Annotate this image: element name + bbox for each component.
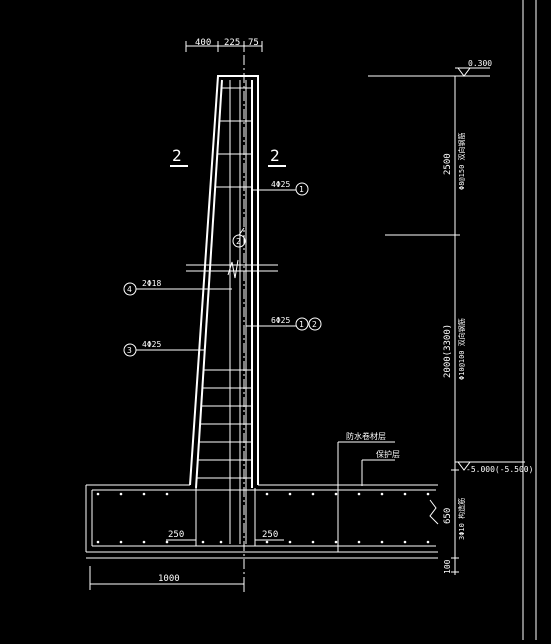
svg-text:1: 1	[299, 185, 304, 194]
svg-text:6Φ25: 6Φ25	[271, 316, 290, 325]
dim-lower-note: Φ10@100 双向钢筋	[457, 318, 466, 380]
elevation-top: 0.300	[368, 59, 492, 77]
rebar-label-12: 6Φ25 1 2	[246, 316, 322, 331]
base-break-symbol	[429, 499, 439, 525]
toe-right-dim: 250	[255, 530, 284, 541]
svg-text:4Φ25: 4Φ25	[271, 180, 290, 189]
svg-text:250: 250	[262, 530, 278, 540]
rebar-label-3: 3 4Φ25	[123, 340, 205, 357]
rebar-label-2: 2	[232, 227, 246, 248]
svg-text:保护层: 保护层	[376, 449, 400, 459]
bottom-dimension: 1000	[89, 566, 245, 590]
side-dimension-chain	[385, 75, 460, 575]
dim-75: 75	[248, 38, 259, 48]
dim-400: 400	[195, 38, 211, 48]
top-dimension: 400 225 75	[185, 38, 263, 52]
section-mark-right: 2	[268, 146, 286, 167]
elevation-base: -5.000(-5.500)	[455, 461, 533, 474]
rebar-label-1: 4Φ25 1	[252, 180, 309, 196]
wall-outline	[85, 75, 438, 559]
svg-text:2: 2	[270, 146, 280, 165]
svg-text:-5.000(-5.500): -5.000(-5.500)	[466, 465, 533, 474]
svg-text:1: 1	[299, 320, 304, 329]
dim-base-note: 3Φ10 构造筋	[457, 498, 466, 540]
waterproof-note: 防水卷材层	[337, 431, 395, 552]
wall-rebar	[195, 79, 253, 544]
svg-text:防水卷材层: 防水卷材层	[346, 431, 386, 441]
dim-base: 650	[443, 508, 453, 524]
dim-lower: 2000(3300)	[443, 324, 453, 378]
dim-upper-note: Φ8@150 双向钢筋	[457, 132, 466, 190]
protect-note: 保护层	[361, 449, 400, 486]
svg-text:1000: 1000	[158, 574, 180, 584]
toe-left-dim: 250	[166, 530, 196, 541]
svg-text:3: 3	[127, 346, 132, 355]
dim-bottom: 100	[443, 559, 452, 574]
svg-text:2: 2	[172, 146, 182, 165]
base-rebar	[91, 488, 436, 547]
svg-text:2: 2	[236, 237, 241, 246]
dim-upper: 2500	[443, 153, 453, 175]
svg-text:4: 4	[127, 285, 132, 294]
dim-225: 225	[224, 38, 240, 48]
svg-text:2: 2	[312, 320, 317, 329]
svg-text:250: 250	[168, 530, 184, 540]
svg-text:0.300: 0.300	[468, 59, 492, 68]
break-line	[186, 259, 278, 279]
svg-text:4Φ25: 4Φ25	[142, 340, 161, 349]
svg-text:2Φ18: 2Φ18	[142, 279, 161, 288]
upper-stirrups	[215, 87, 252, 188]
section-mark-left: 2	[170, 146, 188, 167]
lower-stirrups	[197, 369, 252, 479]
rebar-label-4: 4 2Φ18	[123, 279, 232, 296]
